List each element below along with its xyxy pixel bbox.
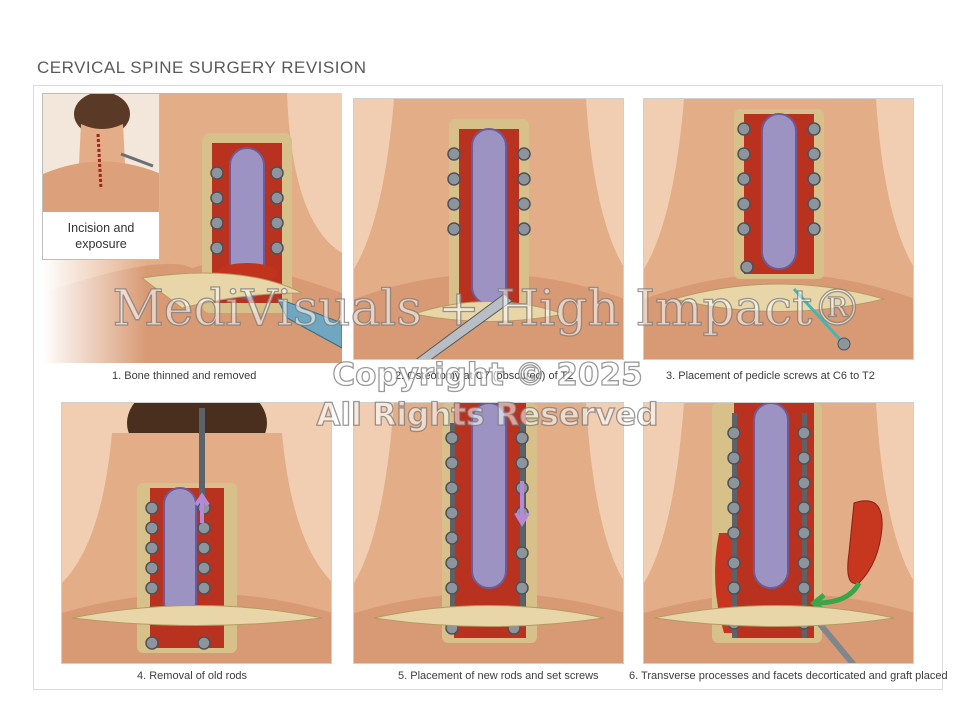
panel-3-pedicle-screws: [643, 98, 914, 360]
inset-caption-line-1: Incision and: [67, 221, 135, 235]
panel-5-illustration: [354, 403, 623, 663]
page-title: CERVICAL SPINE SURGERY REVISION: [37, 58, 367, 77]
inset-illustration: [43, 94, 159, 212]
illustration-frame: [33, 85, 943, 690]
panel-2-caption: 2. Osteotomy at C7 (obscured) of T2: [395, 370, 574, 382]
panel-6-illustration: [644, 403, 913, 663]
panel-4-removal-old-rods: [61, 402, 332, 664]
panel-2-illustration: [354, 99, 623, 359]
inset-caption-line-2: exposure: [75, 237, 127, 251]
panel-6-graft-placed: [643, 402, 914, 664]
panel-5-new-rods: [353, 402, 624, 664]
panel-4-caption: 4. Removal of old rods: [137, 670, 248, 682]
panel-3-caption: 3. Placement of pedicle screws at C6 to …: [666, 370, 875, 382]
panel-1-caption: 1. Bone thinned and removed: [112, 370, 257, 382]
panel-3-illustration: [644, 99, 913, 359]
inset-incision-exposure: Incision and exposure: [42, 93, 160, 260]
panel-4-illustration: [62, 403, 331, 663]
panel-5-caption: 5. Placement of new rods and set screws: [398, 670, 599, 682]
panel-2-osteotomy: [353, 98, 624, 360]
panel-6-caption: 6. Transverse processes and facets decor…: [629, 670, 948, 682]
